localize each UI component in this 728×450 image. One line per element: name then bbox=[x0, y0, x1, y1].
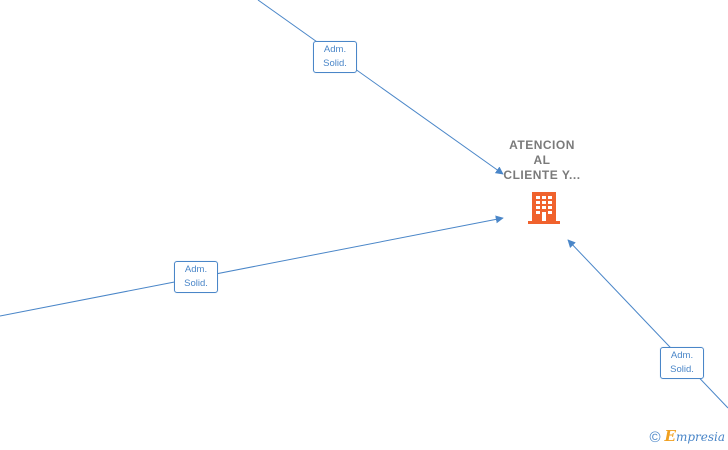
edge-label-line: Adm. bbox=[184, 264, 208, 275]
edge-label-top[interactable]: Adm. Solid. bbox=[313, 41, 357, 73]
edge-label-line: Solid. bbox=[323, 58, 347, 69]
edge-label-bottom-right[interactable]: Adm. Solid. bbox=[660, 347, 704, 379]
brand-initial: E bbox=[664, 427, 676, 445]
edge-line-top bbox=[257, 0, 504, 175]
company-node-label-line: ATENCION bbox=[509, 138, 575, 152]
company-node-label-line: CLIENTE Y... bbox=[503, 168, 581, 182]
edge-label-left[interactable]: Adm. Solid. bbox=[174, 261, 218, 293]
empresia-watermark: ©Empresia bbox=[649, 427, 725, 446]
edge-line-bottom-right bbox=[567, 239, 728, 409]
company-node-label[interactable]: ATENCION AL CLIENTE Y... bbox=[492, 138, 592, 183]
copyright-symbol: © bbox=[649, 429, 661, 446]
edge-label-line: Solid. bbox=[670, 364, 694, 375]
edge-label-line: Adm. bbox=[323, 44, 347, 55]
brand-name: mpresia bbox=[675, 430, 725, 444]
building-icon[interactable] bbox=[527, 190, 561, 226]
company-node-label-line: AL bbox=[533, 153, 551, 167]
edge-label-line: Solid. bbox=[184, 278, 208, 289]
edge-line-left bbox=[0, 215, 504, 317]
edge-label-line: Adm. bbox=[670, 350, 694, 361]
